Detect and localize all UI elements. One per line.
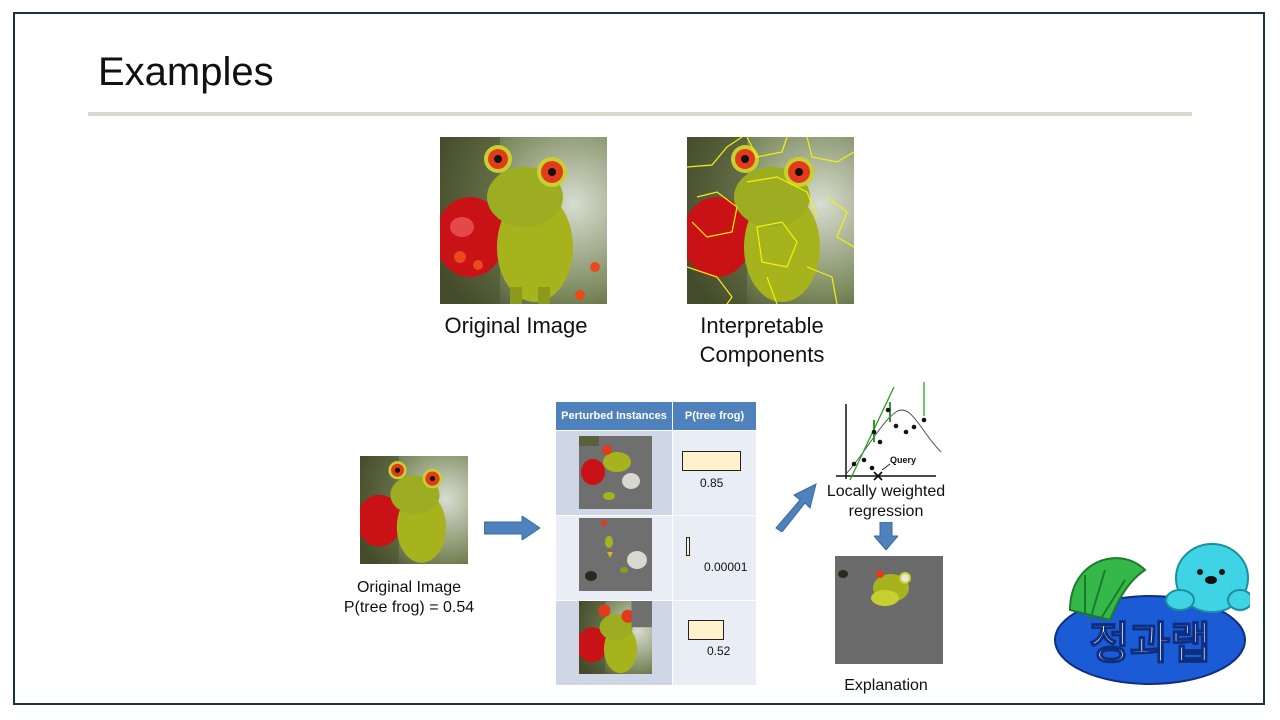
prob-cell: 0.85 [673,431,756,515]
table-row: 0.52 [556,601,756,685]
logo-text: 정과랩 [1089,618,1210,669]
perturbed-image [579,436,652,509]
prob-bar [682,451,741,471]
explanation-image [835,556,943,664]
regression-caption-line1: Locally weighted [826,483,946,500]
regression-caption-line2: regression [848,503,924,520]
table-header-instances: Perturbed Instances [556,402,672,430]
explanation-caption: Explanation [806,676,966,696]
components-caption-line1: Interpretable [700,313,824,338]
prob-cell: 0.00001 [673,516,756,600]
title-divider [88,112,1192,116]
prob-value: 0.00001 [704,560,748,574]
prob-cell: 0.52 [673,601,756,685]
explanation-caption-text: Explanation [844,677,928,694]
original-image-large [440,137,607,304]
regression-caption: Locally weighted regression [806,482,966,522]
original-image-small [360,456,468,564]
perturbed-cell [556,516,672,600]
input-caption-line1: Original Image [356,579,462,596]
original-image-caption-text: Original Image [444,313,588,338]
input-caption: Original Image P(tree frog) = 0.54 [320,578,498,618]
components-caption: Interpretable Components [672,311,852,369]
table-row: 0.00001 [556,516,756,600]
diagonal-arrow-icon [775,483,817,532]
slide-frame [13,12,1265,705]
prob-bar [686,537,690,556]
perturbed-image [579,601,652,674]
perturbed-image [579,518,652,591]
interpretable-components-image [687,137,854,304]
perturbed-cell [556,601,672,685]
regression-plot: Query [836,382,942,481]
original-image-caption: Original Image [426,311,606,340]
right-arrow-icon [484,516,540,540]
table-row: 0.85 [556,431,756,515]
perturbed-instances-table: Perturbed Instances P(tree frog) 0.85 [556,402,756,685]
input-caption-line2: P(tree frog) = 0.54 [343,599,475,616]
prob-bar [688,620,724,640]
perturbed-cell [556,431,672,515]
components-caption-line2: Components [699,342,825,367]
prob-value: 0.85 [700,476,724,490]
query-label: Query [890,455,916,465]
down-arrow-icon [874,522,898,550]
table-header-prob: P(tree frog) [673,402,756,430]
prob-value: 0.52 [707,644,731,658]
slide-title: Examples [98,50,274,94]
lab-logo: 정과랩 [1054,543,1250,685]
